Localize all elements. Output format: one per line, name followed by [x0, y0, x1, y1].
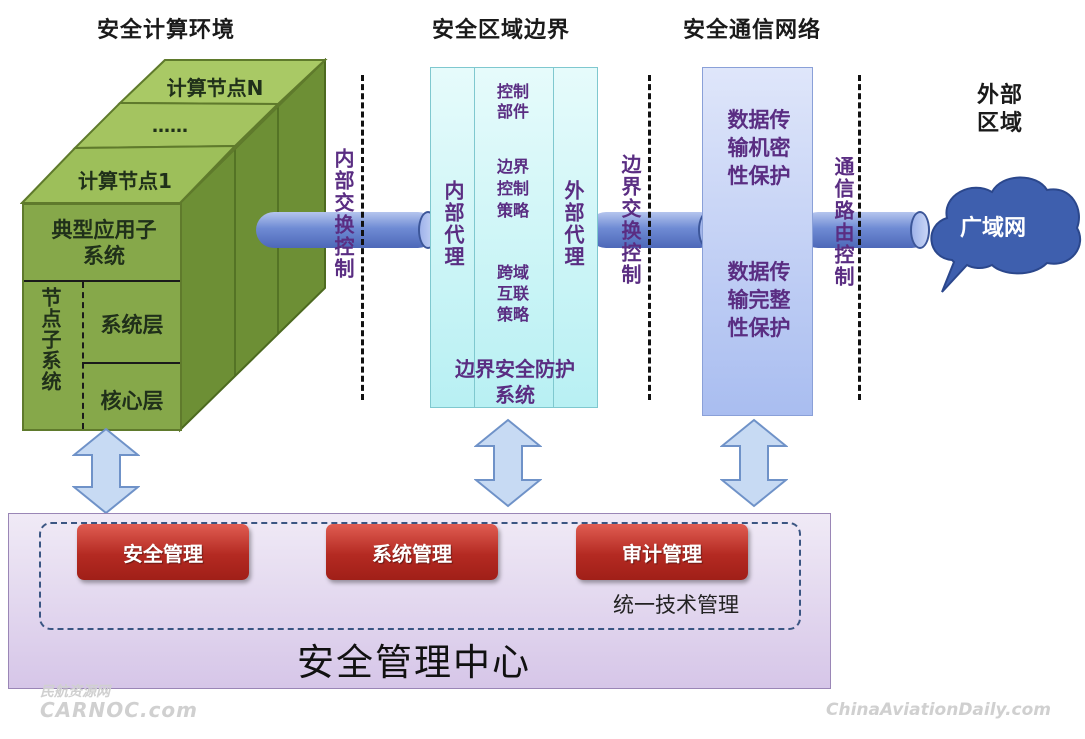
boundary-center-column: [474, 68, 554, 407]
double-arrow-compute-icon: [72, 427, 140, 515]
layer-divider: [82, 362, 180, 364]
cube-3d-shape: [20, 58, 328, 433]
title-comm-network: 安全通信网络: [683, 18, 822, 43]
cube-front-face: 典型应用子系统 节点子系统 系统层 核心层: [22, 203, 182, 431]
boundary-system-label: 边界安全防护系统: [455, 357, 575, 407]
internal-exchange-label: 内部交换控制: [331, 148, 355, 280]
unified-management-boundary: [39, 522, 801, 630]
confidentiality-label: 数据传输机密性保护: [727, 108, 791, 188]
audit-management-button[interactable]: 审计管理: [576, 524, 748, 580]
title-region-boundary: 安全区域边界: [432, 18, 571, 43]
security-management-button[interactable]: 安全管理: [77, 524, 249, 580]
cube-ellipsis: ……: [152, 116, 188, 137]
double-arrow-boundary-icon: [474, 418, 542, 508]
pipe-border: [588, 212, 718, 248]
node-divider: [82, 282, 84, 429]
inner-proxy-label: 内部代理: [441, 180, 465, 268]
outer-proxy-label: 外部代理: [561, 180, 585, 268]
watermark-left-top: 民航资源网: [40, 684, 110, 700]
double-arrow-network-icon: [720, 418, 788, 508]
center-title: 安全管理中心: [297, 641, 531, 684]
border-policy-label: 边界控制策略: [496, 157, 529, 220]
unified-management-label: 统一技术管理: [613, 593, 739, 617]
node-subsystem-label: 节点子系统: [38, 287, 62, 392]
pipe-comm-end: [910, 211, 930, 249]
title-compute-env: 安全计算环境: [97, 18, 236, 43]
system-layer-label: 系统层: [100, 313, 164, 337]
separator-internal: [361, 75, 364, 400]
system-management-button[interactable]: 系统管理: [326, 524, 498, 580]
core-layer-label: 核心层: [100, 389, 164, 413]
app-subsystem-label: 典型应用子系统: [51, 218, 157, 268]
wan-label: 广域网: [959, 216, 1026, 241]
watermark-left-bottom: CARNOC.com: [40, 698, 199, 722]
pipe-comm: [800, 212, 930, 248]
watermark-right: ChinaAviationDaily.com: [826, 700, 1052, 720]
cube-node-1: 计算节点1: [78, 169, 172, 193]
cross-domain-label: 跨域互联策略: [496, 263, 529, 324]
wan-cloud-icon: [930, 176, 1082, 293]
border-exchange-label: 边界交换控制: [618, 154, 642, 286]
pipe-internal: [256, 212, 436, 248]
integrity-label: 数据传输完整性保护: [727, 260, 791, 340]
comm-network-box: 数据传输机密性保护 数据传输完整性保护: [702, 67, 813, 416]
app-divider: [24, 280, 180, 282]
cube-node-n: 计算节点N: [166, 76, 264, 100]
comm-routing-label: 通信路由控制: [831, 156, 855, 288]
title-external-region: 外部区域: [976, 83, 1023, 136]
security-management-center: 安全管理 系统管理 审计管理 统一技术管理 安全管理中心: [8, 513, 831, 689]
control-part-label: 控制部件: [496, 82, 529, 121]
separator-border: [648, 75, 651, 400]
separator-comm: [858, 75, 861, 400]
boundary-protection-box: 内部代理 外部代理 控制部件 边界控制策略 跨域互联策略 边界安全防护系统: [430, 67, 598, 408]
